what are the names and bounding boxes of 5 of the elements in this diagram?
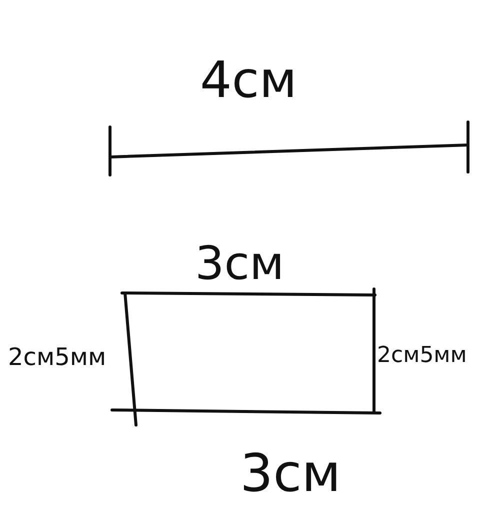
dimension-label: 3см: [195, 240, 284, 286]
dimension-label: 4см: [200, 55, 298, 105]
dimension-label: 3см: [240, 448, 341, 500]
dimension-label: 2см5мм: [377, 345, 467, 367]
dimension-label: 2см5мм: [8, 345, 106, 369]
